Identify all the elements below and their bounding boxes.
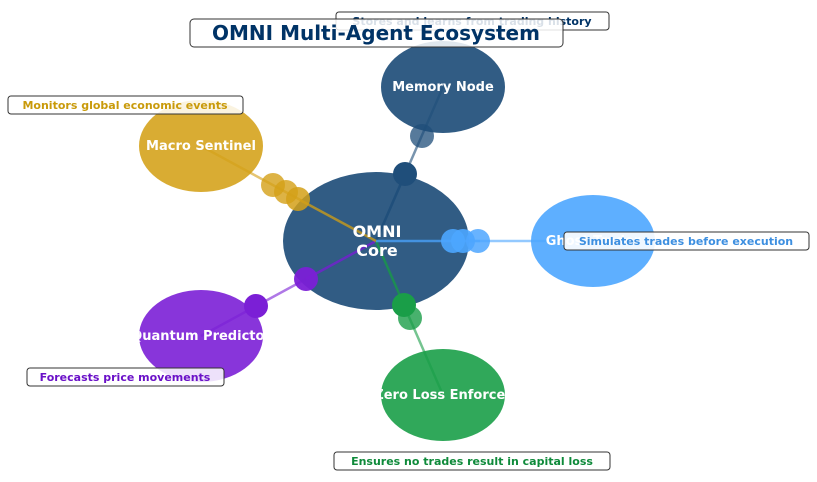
particle [410, 124, 434, 148]
quantum-description-callout: Forecasts price movements [26, 367, 225, 387]
macro-node [139, 100, 263, 192]
memory-node [381, 41, 505, 133]
diagram-title-box: OMNI Multi-Agent Ecosystem [189, 18, 564, 48]
quantum-node [139, 290, 263, 382]
quantum-node-label: Quantum Predictor [131, 329, 271, 344]
ghost-description-callout: Simulates trades before execution [563, 231, 810, 251]
particle [244, 294, 268, 318]
particle [466, 229, 490, 253]
particle [393, 162, 417, 186]
zeroloss-node-label: Zero Loss Enforcer [374, 388, 512, 403]
particle [286, 187, 310, 211]
particle [294, 267, 318, 291]
zeroloss-description: Ensures no trades result in capital loss [351, 455, 593, 468]
macro-description: Monitors global economic events [22, 99, 228, 112]
macro-node-label: Macro Sentinel [146, 139, 256, 154]
core-label-line2: Core [356, 241, 398, 260]
ghost-description: Simulates trades before execution [579, 235, 793, 248]
core-label-line1: OMNI [353, 222, 402, 241]
particle [398, 306, 422, 330]
zeroloss-node [381, 349, 505, 441]
quantum-description: Forecasts price movements [40, 371, 211, 384]
diagram-title: OMNI Multi-Agent Ecosystem [212, 21, 540, 45]
macro-description-callout: Monitors global economic events [7, 95, 244, 115]
connector-macro-overlay [299, 198, 377, 243]
zeroloss-description-callout: Ensures no trades result in capital loss [333, 451, 611, 471]
connector-quantum-overlay [305, 239, 377, 281]
memory-node-label: Memory Node [392, 80, 494, 95]
connector-memory-overlay [374, 173, 407, 242]
